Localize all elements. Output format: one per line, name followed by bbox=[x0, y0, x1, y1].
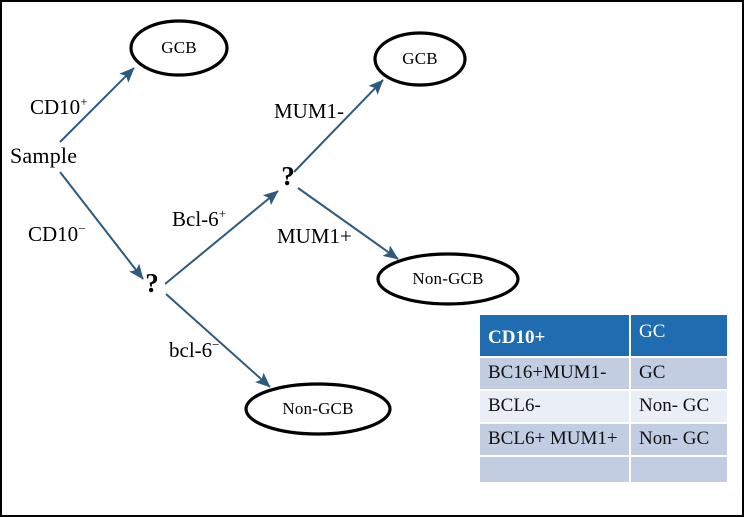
table-cell-result: Non- GC bbox=[630, 390, 727, 424]
edge-label-cd10-negative-sign: − bbox=[78, 221, 86, 236]
edge-label-bcl6-negative: bcl-6− bbox=[169, 337, 220, 362]
node-gcb-top-right bbox=[373, 31, 467, 87]
node-gcb-top-left-label: GCB bbox=[161, 38, 197, 57]
table-header-gc: GC bbox=[630, 315, 727, 358]
edge-label-bcl6-positive-base: Bcl-6 bbox=[172, 207, 219, 231]
table-cell-result: GC bbox=[630, 357, 727, 391]
node-non-gcb-bottom-label: Non-GCB bbox=[282, 399, 354, 418]
node-question-1-label: ? bbox=[145, 268, 159, 298]
edge-label-bcl6-positive: Bcl-6+ bbox=[172, 206, 226, 231]
table-row-empty bbox=[480, 456, 727, 482]
table-row: BC16+MUM1- GC bbox=[480, 357, 727, 391]
table-row: BCL6+ MUM1+ Non- GC bbox=[480, 423, 727, 457]
node-gcb-top-left bbox=[129, 19, 229, 77]
edge-label-bcl6-negative-base: bcl-6 bbox=[169, 338, 213, 362]
table-row: BCL6- Non- GC bbox=[480, 390, 727, 424]
edge-question1-to-question2 bbox=[164, 190, 279, 285]
table-cell-marker: BC16+MUM1- bbox=[480, 357, 631, 391]
edge-label-bcl6-positive-sign: + bbox=[218, 206, 226, 221]
edge-label-cd10-negative-base: CD10 bbox=[28, 222, 79, 246]
edge-label-mum1-negative: MUM1- bbox=[274, 99, 345, 123]
edge-question2-to-non-gcb-right bbox=[297, 187, 399, 260]
table-cell-empty bbox=[630, 456, 727, 482]
table-cell-empty bbox=[480, 456, 631, 482]
edge-question2-to-gcb-right bbox=[293, 79, 384, 173]
table-header-cd10: CD10+ bbox=[480, 315, 631, 358]
node-non-gcb-right-label: Non-GCB bbox=[412, 269, 484, 288]
edge-sample-to-gcb bbox=[59, 67, 135, 143]
edge-label-cd10-positive: CD10+ bbox=[30, 94, 88, 119]
edge-label-cd10-negative: CD10− bbox=[28, 221, 86, 246]
table-cell-marker: BCL6+ MUM1+ bbox=[480, 423, 631, 457]
edge-sample-to-question-1 bbox=[59, 171, 144, 280]
edge-question1-to-non-gcb-bottom bbox=[165, 293, 271, 388]
table-cell-marker: BCL6- bbox=[480, 390, 631, 424]
results-table: CD10+ GC BC16+MUM1- GC BCL6- Non- GC BCL… bbox=[480, 315, 727, 482]
edge-label-cd10-positive-base: CD10 bbox=[30, 95, 81, 119]
edge-label-cd10-positive-sign: + bbox=[80, 94, 88, 109]
edge-label-bcl6-negative-sign: − bbox=[212, 337, 220, 352]
node-non-gcb-right bbox=[376, 252, 520, 306]
node-gcb-top-right-label: GCB bbox=[402, 49, 438, 68]
node-question-2-label: ? bbox=[281, 161, 295, 191]
table-header-row: CD10+ GC bbox=[480, 315, 727, 358]
node-non-gcb-bottom bbox=[244, 382, 392, 436]
edge-label-mum1-positive: MUM1+ bbox=[277, 224, 352, 248]
table-cell-result: Non- GC bbox=[630, 423, 727, 457]
node-sample-label: Sample bbox=[10, 143, 78, 168]
